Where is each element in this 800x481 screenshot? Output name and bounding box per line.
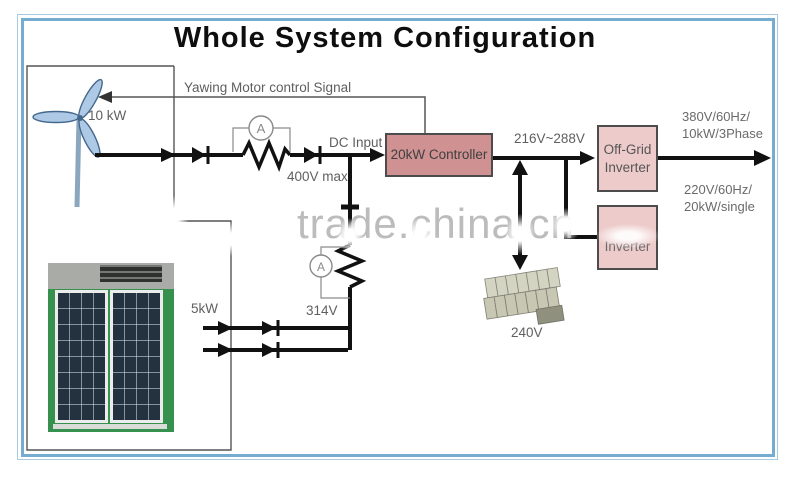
panel-ledge [53, 424, 167, 429]
down-arrow-icon [512, 255, 528, 270]
yaw-arrow-icon [98, 91, 112, 103]
controller-box: 20kW Controller [385, 133, 493, 177]
watermark-glow [218, 222, 246, 256]
output2-line1: 220V/60Hz/ [684, 182, 752, 197]
controller-label: 20kW Controller [390, 147, 488, 162]
ammeter-letter: A [317, 260, 325, 274]
flow-arrow-icon [161, 148, 176, 162]
output1-label: 380V/60Hz/ 10kW/3Phase [682, 108, 763, 142]
flow-arrow-icon [754, 150, 771, 166]
bus-voltage-label: 216V~288V [514, 131, 585, 146]
watermark-glow [161, 196, 189, 234]
ammeter-icon: A [309, 254, 333, 278]
solar-voltage-label: 314V [306, 303, 338, 318]
up-arrow-icon [512, 160, 528, 175]
flow-arrow-icon [218, 321, 233, 335]
solar-power-label: 5kW [191, 301, 218, 316]
flow-arrow-icon [580, 151, 595, 165]
offgrid-inverter-label-line1: Off-Grid [603, 141, 652, 157]
diode-icon [262, 320, 280, 336]
solar-panel-left [55, 290, 108, 423]
offgrid-inverter-box: Off-Grid Inverter [597, 125, 658, 192]
wind-turbine-icon [32, 78, 103, 208]
flow-arrow-icon [370, 148, 385, 162]
battery-bank-icon [483, 267, 565, 325]
frame-outer-border [17, 14, 778, 460]
watermark-glow [551, 208, 581, 242]
yaw-signal-label: Yawing Motor control Signal [184, 80, 352, 95]
output2-line2: 20kW/single [684, 199, 755, 214]
solar-panel-right [110, 290, 163, 423]
yaw-signal-line [104, 96, 426, 133]
diode-icon [262, 342, 280, 358]
output1-line2: 10kW/3Phase [682, 126, 763, 141]
watermark-glow [596, 224, 660, 248]
watermark-glow [406, 218, 434, 248]
offgrid-inverter-label-line2: Inverter [604, 159, 651, 175]
ammeter-icon: A [248, 115, 274, 141]
dc-input-label: DC Input [329, 135, 383, 150]
flow-arrow-icon [218, 343, 233, 357]
equipment-rack [100, 265, 162, 282]
output2-label: 220V/60Hz/ 20kW/single [684, 181, 755, 215]
max-voltage-label: 400V max [287, 169, 348, 184]
turbine-power-label: 10 kW [88, 108, 127, 123]
watermark-glow [336, 218, 364, 252]
frame-inner-border [21, 18, 775, 457]
battery-voltage-label: 240V [511, 325, 543, 340]
solar-panel-photo [48, 263, 174, 432]
generation-enclosure-border [26, 65, 232, 451]
ammeter-letter: A [257, 121, 266, 136]
output1-line1: 380V/60Hz/ [682, 109, 750, 124]
diode-icon [192, 146, 210, 164]
page-title: Whole System Configuration [173, 22, 597, 54]
diode-icon [304, 146, 322, 164]
resistor-icon [241, 138, 292, 172]
watermark-glow [505, 214, 535, 254]
